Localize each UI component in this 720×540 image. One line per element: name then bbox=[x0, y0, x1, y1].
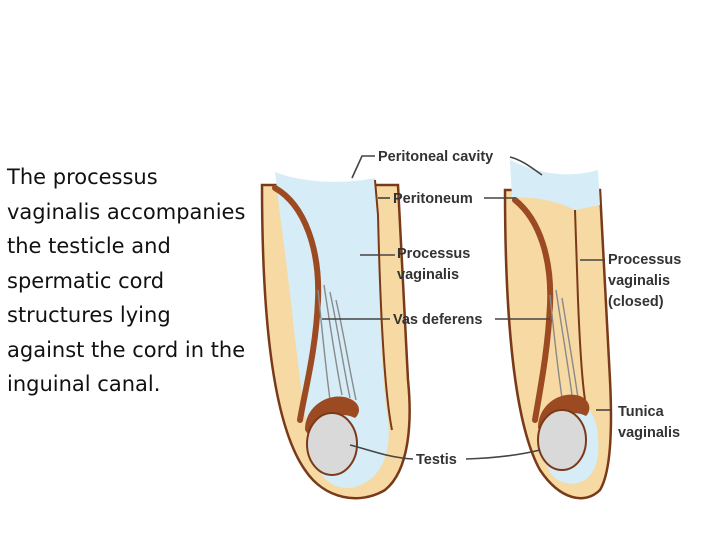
right-panel-closed-processus bbox=[503, 160, 613, 500]
left-vas-deferens bbox=[272, 185, 322, 423]
leader-lines bbox=[322, 155, 612, 460]
right-epididymis bbox=[538, 394, 590, 440]
label-vas-deferens: Vas deferens bbox=[393, 312, 482, 328]
right-peritoneal-cavity bbox=[510, 160, 600, 210]
leader-peritoneal-cavity bbox=[351, 155, 375, 179]
left-testis bbox=[306, 412, 358, 476]
right-closed-processus-line bbox=[574, 209, 586, 401]
label-testis: Testis bbox=[416, 452, 457, 468]
left-processus-lumen bbox=[275, 172, 389, 489]
left-cord-fibers bbox=[317, 284, 357, 401]
label-tunica-1: Tunica bbox=[618, 404, 665, 420]
left-panel-open-processus bbox=[260, 172, 411, 500]
left-epididymis bbox=[305, 396, 360, 440]
diagram-labels: Peritoneal cavity Peritoneum Processus v… bbox=[378, 149, 681, 468]
leader-testis-right bbox=[465, 449, 541, 460]
label-processus-vaginalis-2: vaginalis bbox=[397, 267, 459, 283]
leader-peritoneal-cavity-right bbox=[509, 156, 543, 176]
label-processus-closed-2: vaginalis bbox=[608, 273, 670, 289]
left-peritoneum-line bbox=[374, 179, 393, 431]
right-vas-deferens bbox=[512, 197, 554, 423]
label-processus-closed-1: Processus bbox=[608, 252, 681, 268]
right-cord-fibers bbox=[549, 289, 579, 399]
label-processus-closed-3: (closed) bbox=[608, 294, 664, 310]
slide-body-text: The processus vaginalis accompanies the … bbox=[7, 165, 246, 396]
label-tunica-2: vaginalis bbox=[618, 425, 680, 441]
label-peritoneal-cavity: Peritoneal cavity bbox=[378, 149, 493, 165]
label-processus-vaginalis-1: Processus bbox=[397, 246, 470, 262]
leader-testis-left bbox=[349, 444, 414, 460]
label-peritoneum: Peritoneum bbox=[393, 191, 473, 207]
right-testis bbox=[537, 409, 587, 471]
